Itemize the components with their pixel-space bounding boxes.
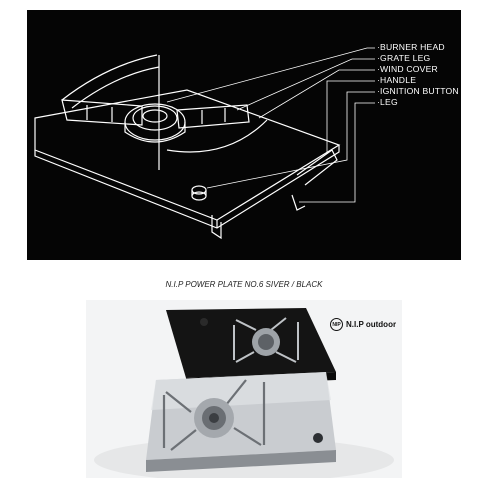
stove-photo-illustration <box>94 308 394 478</box>
brand-badge: NIP N.I.P outdoor <box>330 318 396 331</box>
product-photo: NIP N.I.P outdoor <box>86 300 402 478</box>
label-handle: ·HANDLE <box>377 75 417 85</box>
diagram-panel: ·BURNER HEAD ·GRATE LEG ·WIND COVER ·HAN… <box>27 10 461 260</box>
brand-logo-icon: NIP <box>330 318 343 331</box>
part-labels: ·BURNER HEAD ·GRATE LEG ·WIND COVER ·HAN… <box>377 42 459 108</box>
product-caption: N.I.P POWER PLATE NO.6 SIVER / BLACK <box>165 280 323 289</box>
brand-name: N.I.P outdoor <box>346 320 397 329</box>
stove-line-drawing <box>34 47 375 240</box>
label-ignition-button: ·IGNITION BUTTON <box>377 86 459 96</box>
label-leg: ·LEG <box>377 97 398 107</box>
label-wind-cover: ·WIND COVER <box>377 64 438 74</box>
label-grate-leg: ·GRATE LEG <box>377 53 431 63</box>
label-burner-head: ·BURNER HEAD <box>377 42 445 52</box>
